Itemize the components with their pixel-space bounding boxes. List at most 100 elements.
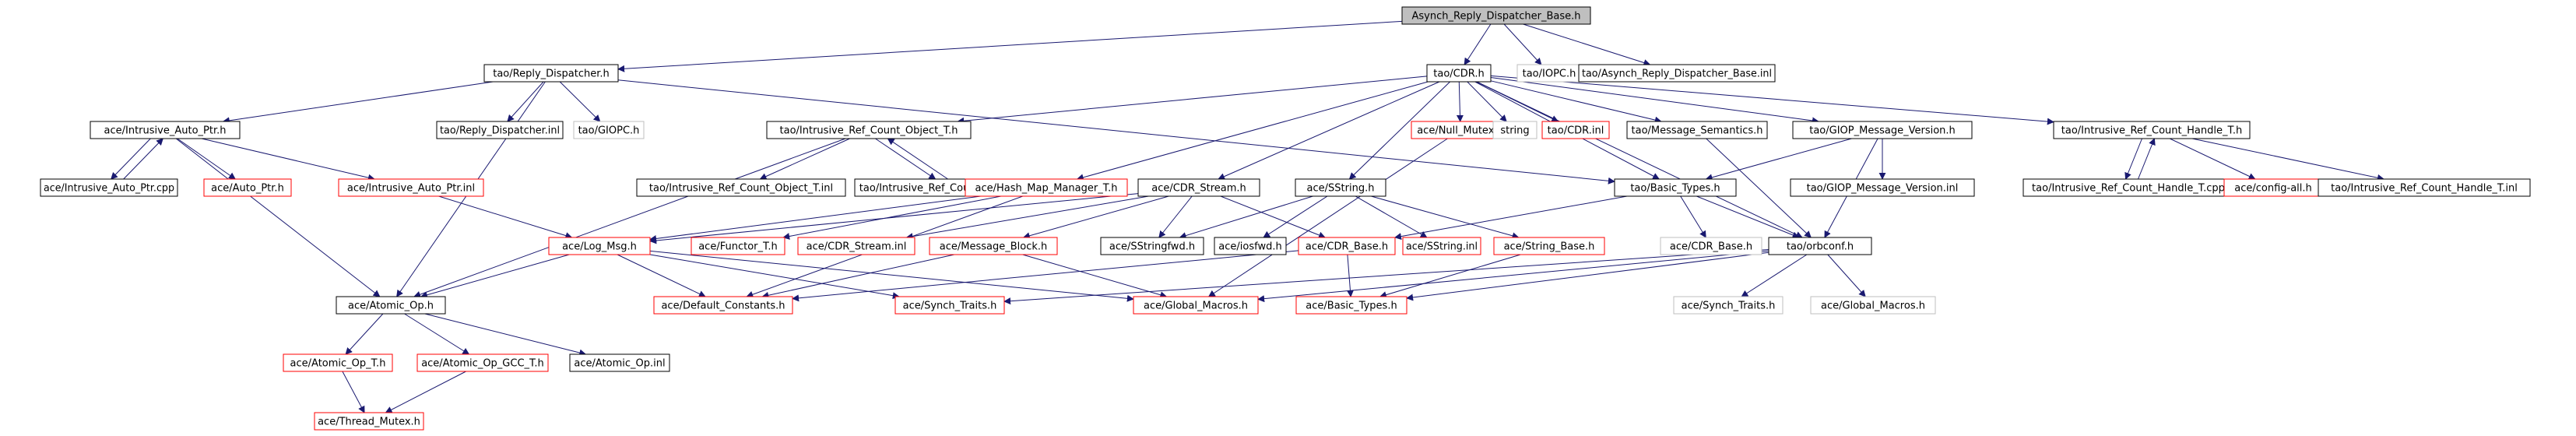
edge-n9-to-n42 [1207,138,1448,297]
edge-n22-to-n33 [1263,195,1328,238]
graph-node[interactable]: tao/GIOP_Message_Version.inl [1790,178,1975,197]
graph-node[interactable]: ace/Default_Constants.h [653,296,793,315]
edge-n8-to-n39 [413,138,846,298]
graph-node[interactable]: ace/Hash_Map_Manager_T.h [965,178,1128,197]
graph-node[interactable]: ace/Global_Macros.h [1133,296,1259,315]
graph-node[interactable]: ace/CDR_Base.h [1660,237,1762,255]
node-label: ace/Intrusive_Auto_Ptr.cpp [44,183,174,195]
graph-node[interactable]: ace/SStringfwd.h [1100,237,1204,255]
graph-node[interactable]: ace/SString.inl [1402,237,1481,255]
edge-n8-to-n19 [875,138,937,180]
node-label: ace/Atomic_Op.h [348,301,434,312]
graph-node[interactable]: tao/Intrusive_Ref_Count_Handle_T.cpp [2022,178,2234,197]
edge-n2-to-n21 [1218,81,1440,180]
node-box [894,296,1005,315]
graph-node[interactable]: ace/config-all.h [2223,178,2323,197]
graph-node[interactable]: ace/Functor_T.h [691,237,785,255]
edge-n5-to-n17 [201,138,375,181]
edge-n14-to-n27 [2191,138,2384,181]
graph-node[interactable]: tao/Reply_Dispatcher.h [483,64,619,83]
edge-n1-to-n23 [617,79,1615,185]
graph-node[interactable]: tao/GIOPC.h [573,121,645,139]
graph-node[interactable]: ace/Log_Msg.h [548,237,651,255]
graph-node[interactable]: ace/Intrusive_Auto_Ptr.h [90,121,241,139]
edge-n39-to-n47 [404,313,470,355]
node-label: ace/SString.h [1307,183,1375,195]
graph-node[interactable]: ace/String_Base.h [1493,237,1605,255]
graph-node[interactable]: ace/iosfwd.h [1214,237,1287,255]
edge-n38-to-n44 [1741,254,1808,297]
graph-node[interactable]: ace/CDR_Base.h [1298,237,1396,255]
graph-node[interactable]: ace/Synch_Traits.h [894,296,1005,315]
node-box [1100,237,1204,255]
edge-n1-to-n7 [559,81,601,122]
node-label: ace/SString.inl [1406,241,1478,253]
node-box [1133,296,1259,315]
graph-node[interactable]: tao/Intrusive_Ref_Count_Object_T.h [766,121,972,139]
graph-node[interactable]: tao/orbconf.h [1768,237,1872,255]
graph-node[interactable]: string [1492,121,1538,139]
graph-node[interactable]: tao/GIOP_Message_Version.h [1792,121,1973,139]
graph-node[interactable]: ace/Intrusive_Auto_Ptr.cpp [40,178,178,197]
node-label: tao/CDR.h [1433,69,1484,80]
edge-n39-to-n46 [345,313,384,355]
node-label: ace/Thread_Mutex.h [318,417,420,428]
graph-node[interactable]: tao/Intrusive_Ref_Count_Handle_T.inl [2318,178,2531,197]
edge-n47-to-n49 [385,371,466,413]
node-label: ace/Intrusive_Auto_Ptr.h [104,125,227,137]
node-label: ace/CDR_Stream.inl [807,241,907,253]
node-box [1426,64,1492,83]
graph-node[interactable]: tao/Asynch_Reply_Dispatcher_Base.inl [1578,64,1776,83]
graph-node[interactable]: tao/CDR.h [1426,64,1492,83]
graph-node[interactable]: ace/Atomic_Op_T.h [283,353,393,372]
node-label: string [1500,125,1529,137]
node-box [314,412,424,431]
graph-node[interactable]: Asynch_Reply_Dispatcher_Base.h [1401,6,1591,25]
graph-node[interactable]: ace/Synch_Traits.h [1673,296,1784,315]
graph-node[interactable]: ace/CDR_Stream.h [1137,178,1260,197]
graph-node[interactable]: ace/Intrusive_Auto_Ptr.inl [338,178,484,197]
node-label: ace/Basic_Types.h [1306,301,1397,312]
graph-node[interactable]: tao/Intrusive_Ref_Count_Handle_T.h [2053,121,2251,139]
graph-node[interactable]: tao/Basic_Types.h [1614,178,1737,197]
edge-n28-to-n42 [649,250,1134,302]
graph-node[interactable]: tao/IOPC.h [1516,64,1582,83]
node-label: ace/Global_Macros.h [1821,301,1925,312]
node-box [90,121,241,139]
node-label: ace/config-all.h [2234,183,2312,195]
graph-node[interactable]: tao/Intrusive_Ref_Count_Object_T.inl [636,178,846,197]
graph-node[interactable]: tao/Message_Semantics.h [1626,121,1768,139]
edge-n28-to-n39 [420,254,570,299]
graph-node[interactable]: ace/SString.h [1295,178,1386,197]
edge-n22-to-n32 [1179,195,1313,239]
node-label: ace/Synch_Traits.h [903,301,997,312]
graph-node[interactable]: ace/Atomic_Op.h [336,296,446,315]
edge-n46-to-n49 [342,371,365,413]
edge-n23-to-n34 [1394,195,1628,241]
graph-node[interactable]: ace/CDR_Stream.inl [797,237,915,255]
graph-node[interactable]: ace/Message_Block.h [929,237,1058,255]
node-label: ace/Auto_Ptr.h [211,183,284,195]
edge-n20-to-n28 [649,195,981,242]
graph-node[interactable]: tao/Reply_Dispatcher.inl [436,121,564,139]
dependency-nodes: Asynch_Reply_Dispatcher_Base.h tao/Reply_… [40,6,2531,431]
node-box [283,353,393,372]
graph-node[interactable]: ace/Global_Macros.h [1810,296,1936,315]
graph-node[interactable]: ace/Basic_Types.h [1295,296,1407,315]
edge-n19-to-n8 [887,138,948,180]
node-box [1810,296,1936,315]
edge-n31-to-n40 [761,254,954,299]
node-label: tao/Intrusive_Ref_Count_Object_T.h [780,125,958,137]
edge-n38-to-n42 [1257,250,1769,303]
edge-n5-to-n15 [111,138,151,180]
edge-n14-to-n26 [2169,138,2256,180]
edge-n0-to-n2 [1464,23,1492,65]
graph-node[interactable]: ace/Atomic_Op_GCC_T.h [416,353,549,372]
node-label: tao/Message_Semantics.h [1632,125,1763,137]
graph-node[interactable]: ace/Thread_Mutex.h [314,412,424,431]
node-label: ace/CDR_Base.h [1670,241,1752,253]
graph-node[interactable]: ace/Atomic_Op.inl [569,353,670,372]
graph-node[interactable]: tao/CDR.inl [1541,121,1610,139]
graph-node[interactable]: ace/Auto_Ptr.h [203,178,292,197]
node-label: ace/CDR_Base.h [1306,241,1388,253]
